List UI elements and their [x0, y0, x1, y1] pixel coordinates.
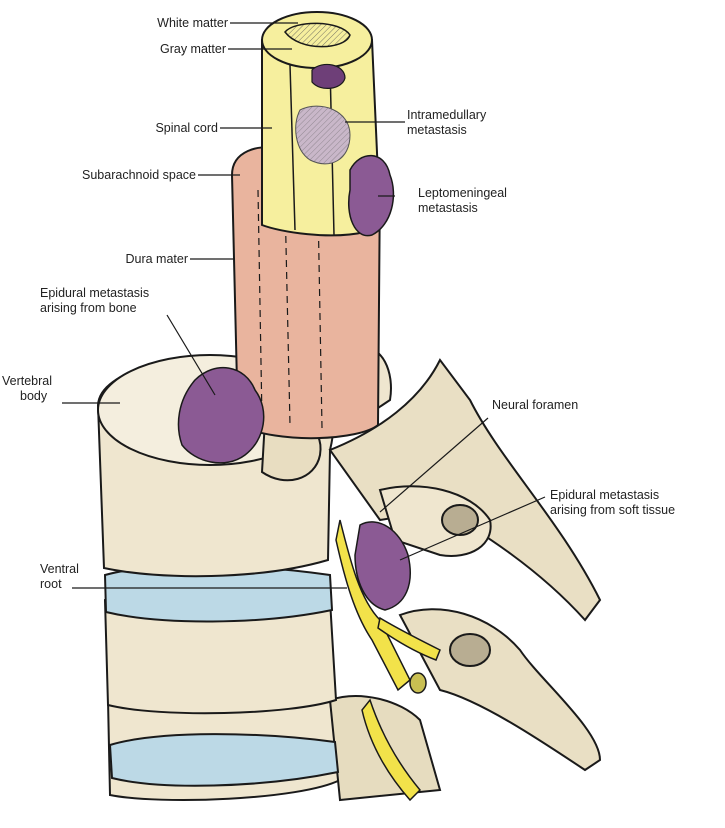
- label-dura-mater: Dura mater: [125, 252, 188, 267]
- label-intramedullary-metastasis: Intramedullary metastasis: [407, 108, 486, 138]
- label-spinal-cord: Spinal cord: [155, 121, 218, 136]
- label-gray-matter: Gray matter: [160, 42, 226, 57]
- label-epidural-soft-tissue: Epidural metastasis arising from soft ti…: [550, 488, 675, 518]
- gray-matter-metastasis: [312, 64, 345, 88]
- lower-intervertebral-disc: [110, 734, 338, 786]
- label-white-matter: White matter: [157, 16, 228, 31]
- label-vertebral-body: Vertebral body: [2, 374, 52, 404]
- label-leptomeningeal-metastasis: Leptomeningeal metastasis: [418, 186, 507, 216]
- label-epidural-bone: Epidural metastasis arising from bone: [40, 286, 149, 316]
- label-neural-foramen: Neural foramen: [492, 398, 578, 413]
- label-ventral-root: Ventral root: [40, 562, 79, 592]
- label-subarachnoid-space: Subarachnoid space: [82, 168, 196, 183]
